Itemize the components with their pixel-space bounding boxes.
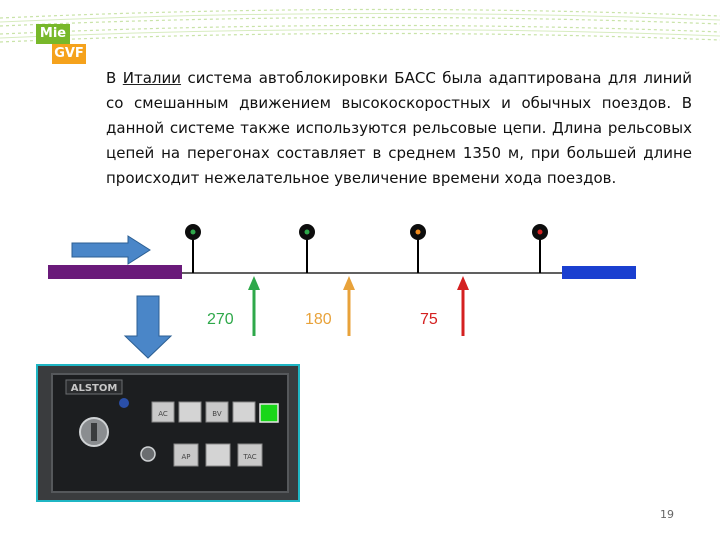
main-paragraph: В Италии система автоблокировки БАСС был… [106, 66, 692, 191]
signal-2 [299, 224, 315, 273]
block-signaling-diagram [48, 224, 636, 359]
blue-indicator [119, 398, 129, 408]
header-decoration [0, 8, 720, 43]
svg-text:AC: AC [158, 410, 168, 418]
speed-arrow-orange [343, 276, 355, 336]
svg-text:TAC: TAC [242, 453, 256, 461]
signal-3 [410, 224, 426, 273]
small-switch[interactable] [140, 446, 156, 462]
paragraph-start: В [106, 69, 123, 87]
mie-gvf-logo: Mie GVF [36, 24, 86, 64]
far-track-section [562, 266, 636, 279]
panel-button-4[interactable] [232, 401, 256, 423]
paragraph-rest: система автоблокировки БАСС была адаптир… [106, 69, 693, 187]
alstom-panel: ALSTOM AC BV AP TAC [38, 366, 298, 500]
speed-label-75: 75 [420, 311, 438, 328]
panel-button-tac[interactable] [237, 443, 263, 467]
train-direction-arrow [71, 235, 151, 265]
logo-mie: Mie [36, 24, 70, 44]
paragraph-highlight-italy: Италии [122, 69, 182, 87]
speed-label-180: 180 [305, 311, 332, 328]
svg-text:BV: BV [212, 410, 222, 418]
signal-4 [532, 224, 548, 273]
panel-brand-label: ALSTOM [71, 383, 118, 394]
speed-arrow-green [248, 276, 260, 336]
speed-label-270: 270 [207, 311, 234, 328]
down-arrow-to-panel [123, 295, 173, 359]
signal-1 [185, 224, 201, 273]
panel-button-bv[interactable] [205, 401, 229, 423]
cab-signal-panel-photo: ALSTOM AC BV AP TAC [36, 364, 300, 502]
panel-button-ac[interactable] [151, 401, 175, 423]
page-number: 19 [660, 508, 674, 521]
panel-button-ap[interactable] [173, 443, 199, 467]
logo-gvf: GVF [52, 44, 86, 64]
occupied-track-section [48, 265, 182, 279]
green-aspect-indicator [259, 403, 279, 423]
panel-button-2[interactable] [178, 401, 202, 423]
svg-text:AP: AP [181, 453, 190, 461]
speed-arrow-red [457, 276, 469, 336]
panel-button-6[interactable] [205, 443, 231, 467]
